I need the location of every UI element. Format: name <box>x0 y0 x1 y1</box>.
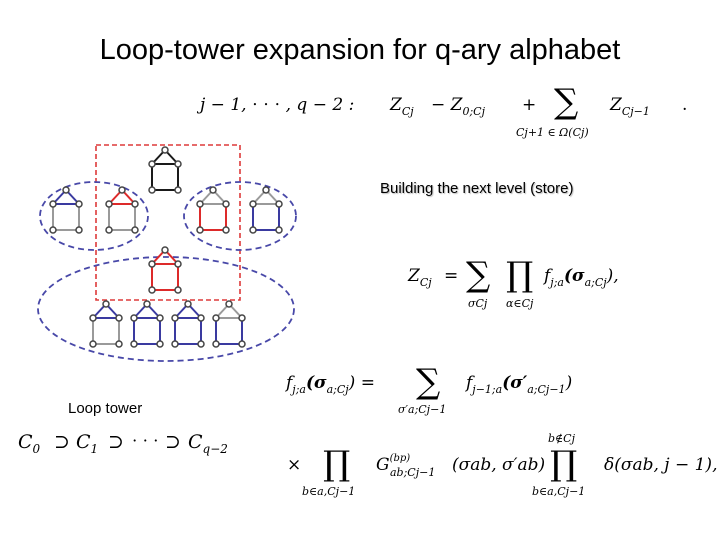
sum-symbol-3: ∑ <box>416 362 440 402</box>
f-lhs: fj;a(σa;Cj) = <box>284 373 375 396</box>
g-term: G(bp) <box>376 453 410 475</box>
ellipsis: ⋅ ⋅ ⋅ <box>132 431 159 450</box>
prod-sub-2: b∈a,Cj−1 <box>302 485 355 498</box>
store-label: Building the next level (store) <box>380 180 574 197</box>
times-sign: × <box>287 455 301 475</box>
z0-term: − Z0;Cj <box>431 95 486 118</box>
sum-sub-2: σCj <box>468 297 488 310</box>
loop-chain: C0 ⊃ C1 ⊃ ⋅ ⋅ ⋅ ⊃ Cq−2 <box>18 431 228 456</box>
bottom-level-ellipse <box>37 256 295 362</box>
plus-sign: + <box>522 95 536 115</box>
prod2-sup: b∉Cj <box>548 432 576 445</box>
prod-symbol: ∏ <box>506 255 533 295</box>
c1: C1 <box>76 431 98 456</box>
prod-symbol-3: ∏ <box>550 444 577 484</box>
g-sub: ab;Cj−1 <box>390 466 435 479</box>
period: . <box>682 95 687 115</box>
prod2-sub: b∈a,Cj−1 <box>532 485 585 498</box>
loop-graph-8 <box>130 300 164 348</box>
superset-3: ⊃ <box>165 431 181 453</box>
store-region-box <box>95 144 241 301</box>
g-arg: (σab, σ′ab) <box>452 455 545 475</box>
z-cj-lhs: ZCj <box>407 266 432 289</box>
sum-symbol-2: ∑ <box>466 255 490 295</box>
f-term: fj;a(σa;Cj), <box>542 266 619 289</box>
prod-symbol-2: ∏ <box>323 444 350 484</box>
loop-graph-1 <box>148 146 182 194</box>
loop-graph-10 <box>212 300 246 348</box>
range-text: j − 1, ⋅ ⋅ ⋅ , q − 2 : <box>196 95 354 115</box>
slide-title: Loop-tower expansion for q-ary alphabet <box>99 34 621 66</box>
loop-tower-label: Loop tower <box>68 400 143 417</box>
factor-equation-2: × ∏ b∈a,Cj−1 G(bp) ab;Cj−1 (σab, σ′ab) b… <box>287 432 717 498</box>
superset-1: ⊃ <box>54 431 70 453</box>
z-cj: ZCj <box>389 95 414 118</box>
loop-graph-4 <box>196 186 230 234</box>
left-level-ellipse <box>39 181 149 251</box>
cq-2: Cq−2 <box>188 431 228 456</box>
sum-symbol: ∑ <box>554 82 578 122</box>
loop-graph-6 <box>148 246 182 294</box>
f-rhs: fj−1;a(σ′a;Cj−1) <box>464 373 572 396</box>
loop-graph-2 <box>49 186 83 234</box>
equals: = <box>444 266 458 286</box>
loop-graph-5 <box>249 186 283 234</box>
factor-equation: fj;a(σa;Cj) = ∑ σ′a;Cj−1 fj−1;a(σ′a;Cj−1… <box>284 362 572 416</box>
loop-graph-7 <box>89 300 123 348</box>
right-level-ellipse <box>183 181 297 251</box>
superset-2: ⊃ <box>108 431 124 453</box>
recursion-equation: j − 1, ⋅ ⋅ ⋅ , q − 2 : ZCj − Z0;Cj + ∑ C… <box>196 82 687 139</box>
loop-graph-3 <box>105 186 139 234</box>
c0: C0 <box>18 431 41 456</box>
partition-equation: ZCj = ∑ σCj ∏ α∈Cj fj;a(σa;Cj), <box>407 255 619 310</box>
sum-subscript: Cj+1 ∈ Ω(Cj) <box>516 126 589 139</box>
delta-term: δ(σab, j − 1), <box>604 455 717 475</box>
loop-graph-9 <box>171 300 205 348</box>
z-cj-1: ZCj−1 <box>609 95 650 118</box>
sum-sub-3: σ′a;Cj−1 <box>398 403 446 416</box>
prod-sub: α∈Cj <box>506 297 534 310</box>
